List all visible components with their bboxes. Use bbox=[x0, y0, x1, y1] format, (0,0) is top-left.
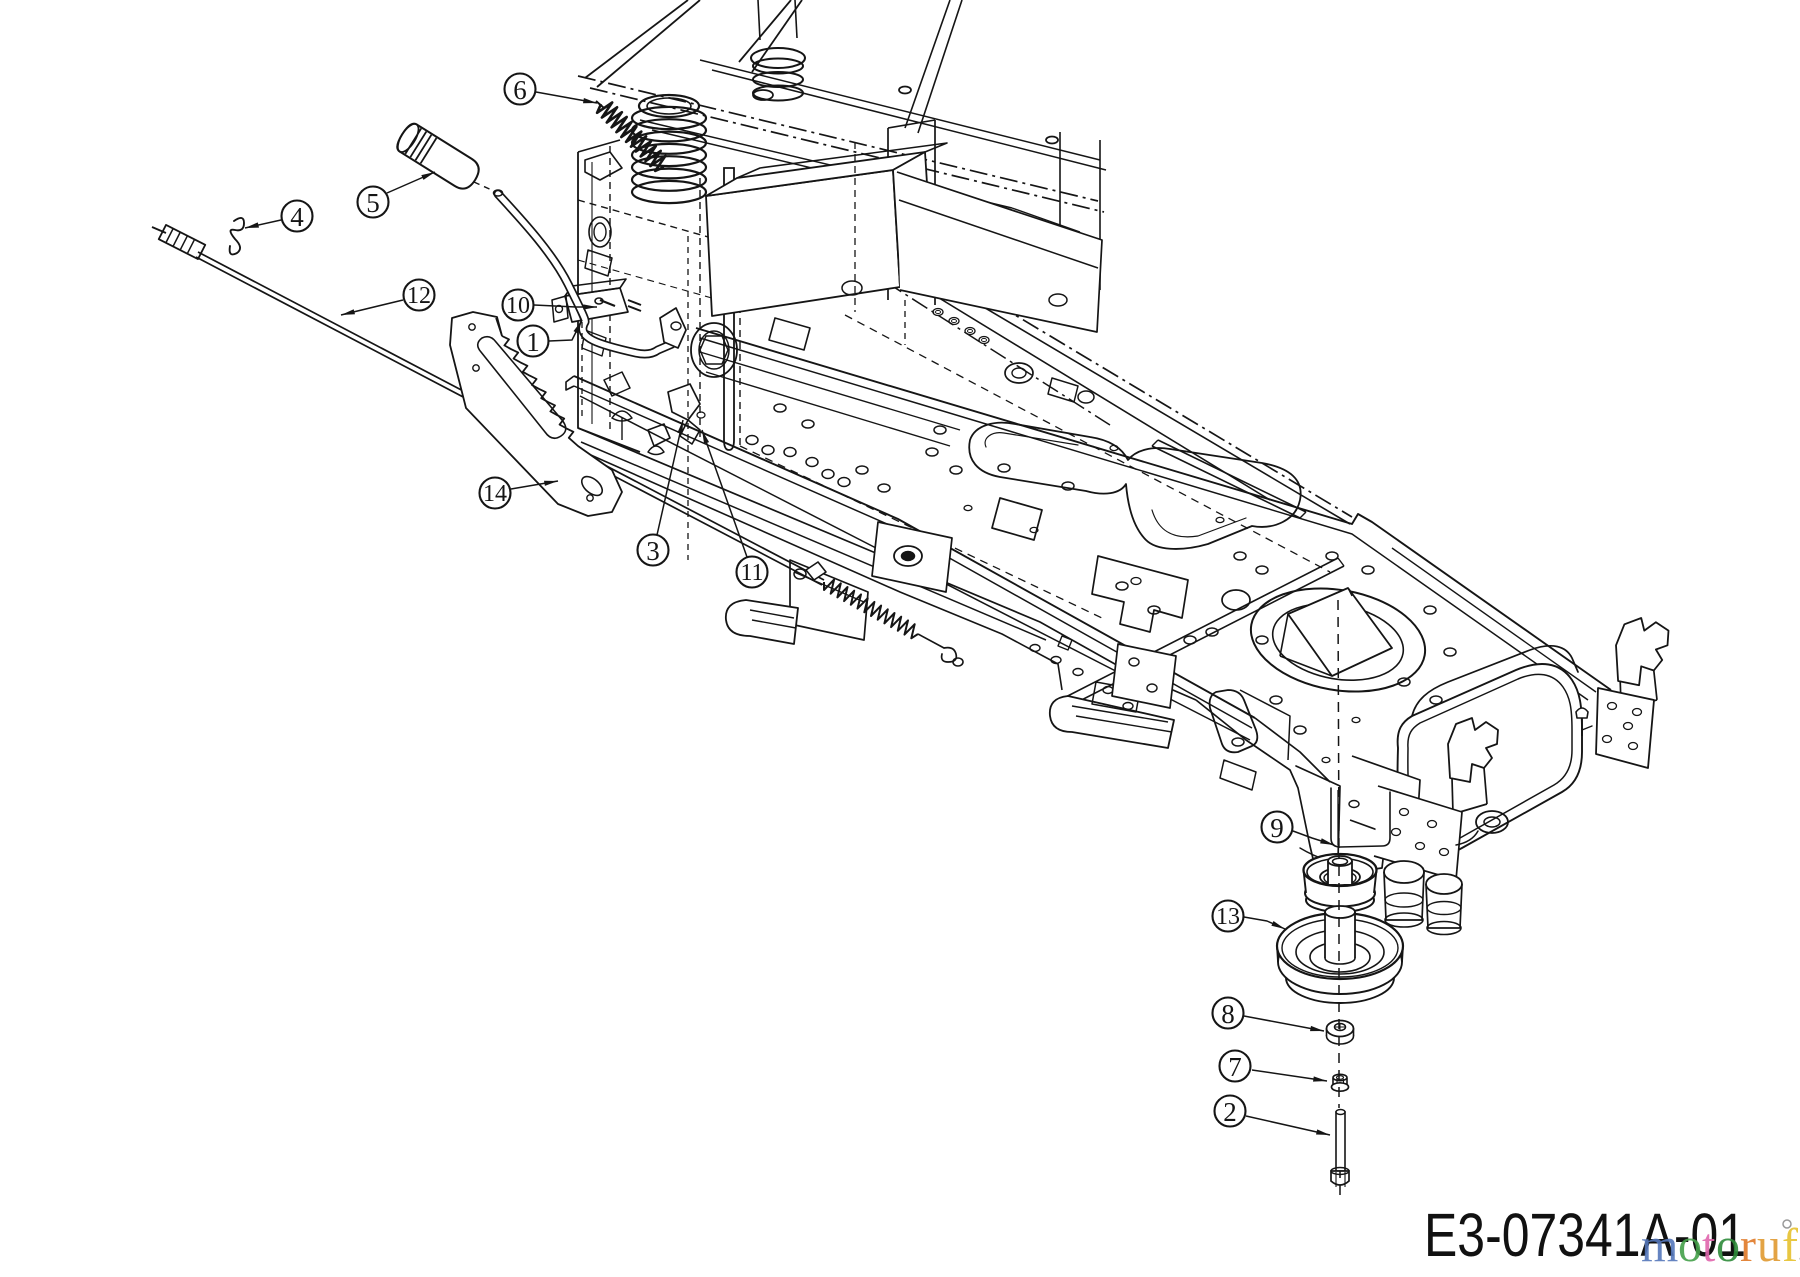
svg-text:11: 11 bbox=[740, 560, 763, 586]
svg-text:o: o bbox=[1678, 1219, 1702, 1272]
svg-text:2: 2 bbox=[1223, 1097, 1237, 1127]
svg-text:u: u bbox=[1757, 1219, 1781, 1272]
svg-text:14: 14 bbox=[483, 481, 507, 507]
svg-text:3: 3 bbox=[646, 536, 660, 566]
svg-text:9: 9 bbox=[1270, 813, 1284, 843]
svg-text:8: 8 bbox=[1221, 999, 1235, 1029]
svg-text:10: 10 bbox=[506, 293, 530, 319]
svg-text:o: o bbox=[1716, 1219, 1740, 1272]
svg-text:7: 7 bbox=[1228, 1052, 1242, 1082]
svg-text:1: 1 bbox=[526, 327, 540, 357]
svg-text:m: m bbox=[1641, 1219, 1678, 1272]
svg-text:.de: .de bbox=[1798, 1240, 1800, 1265]
svg-text:13: 13 bbox=[1216, 904, 1240, 930]
svg-text:E3-07341A-01: E3-07341A-01 bbox=[1424, 1201, 1746, 1269]
svg-text:6: 6 bbox=[513, 75, 527, 105]
svg-text:5: 5 bbox=[366, 188, 380, 218]
svg-text:f: f bbox=[1782, 1219, 1798, 1272]
svg-text:4: 4 bbox=[290, 202, 304, 232]
svg-text:12: 12 bbox=[407, 283, 431, 309]
svg-text:r: r bbox=[1740, 1219, 1756, 1272]
svg-text:t: t bbox=[1702, 1219, 1716, 1272]
